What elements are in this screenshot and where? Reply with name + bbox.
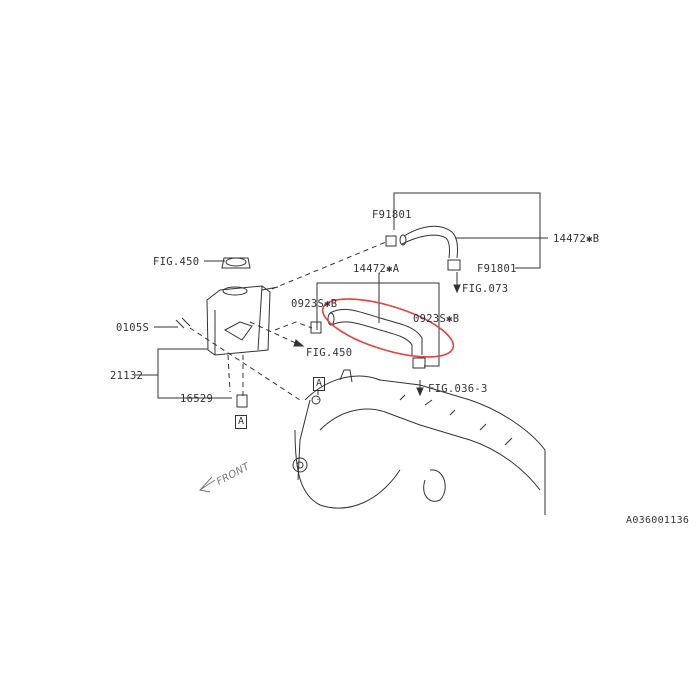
arrowheads: [293, 284, 461, 397]
front-arrow-icon: [199, 476, 216, 493]
hose-14472-a: [310, 308, 426, 369]
ref-box-a-manifold: A: [313, 377, 326, 391]
label-21132: 21132: [110, 370, 144, 382]
callout-lines: [135, 192, 548, 399]
intake-manifold: [292, 369, 546, 515]
label-fig450-hose: FIG.450: [306, 347, 353, 359]
label-0923s-b-right: 0923S✱B: [413, 313, 460, 325]
label-14472-a: 14472✱A: [353, 263, 400, 275]
diagram-id: A036001136: [626, 515, 690, 526]
reservoir-tank: [175, 257, 279, 408]
label-f91801-bottom: F91801: [477, 263, 517, 275]
dashed-leaders: [189, 241, 387, 401]
highlight-ellipse: [321, 298, 455, 358]
label-14472-b: 14472✱B: [553, 233, 600, 245]
ref-box-a-tank: A: [235, 415, 248, 429]
label-0105s: 0105S: [116, 322, 150, 334]
label-f91801-top: F91801: [372, 209, 412, 221]
label-16529: 16529: [180, 393, 214, 405]
label-0923s-b-left: 0923S✱B: [291, 298, 338, 310]
label-fig450-cap: FIG.450: [153, 256, 200, 268]
hose-14472-b: [385, 225, 461, 271]
label-fig073: FIG.073: [462, 283, 509, 295]
label-fig036-3: FIG.036-3: [428, 383, 488, 395]
